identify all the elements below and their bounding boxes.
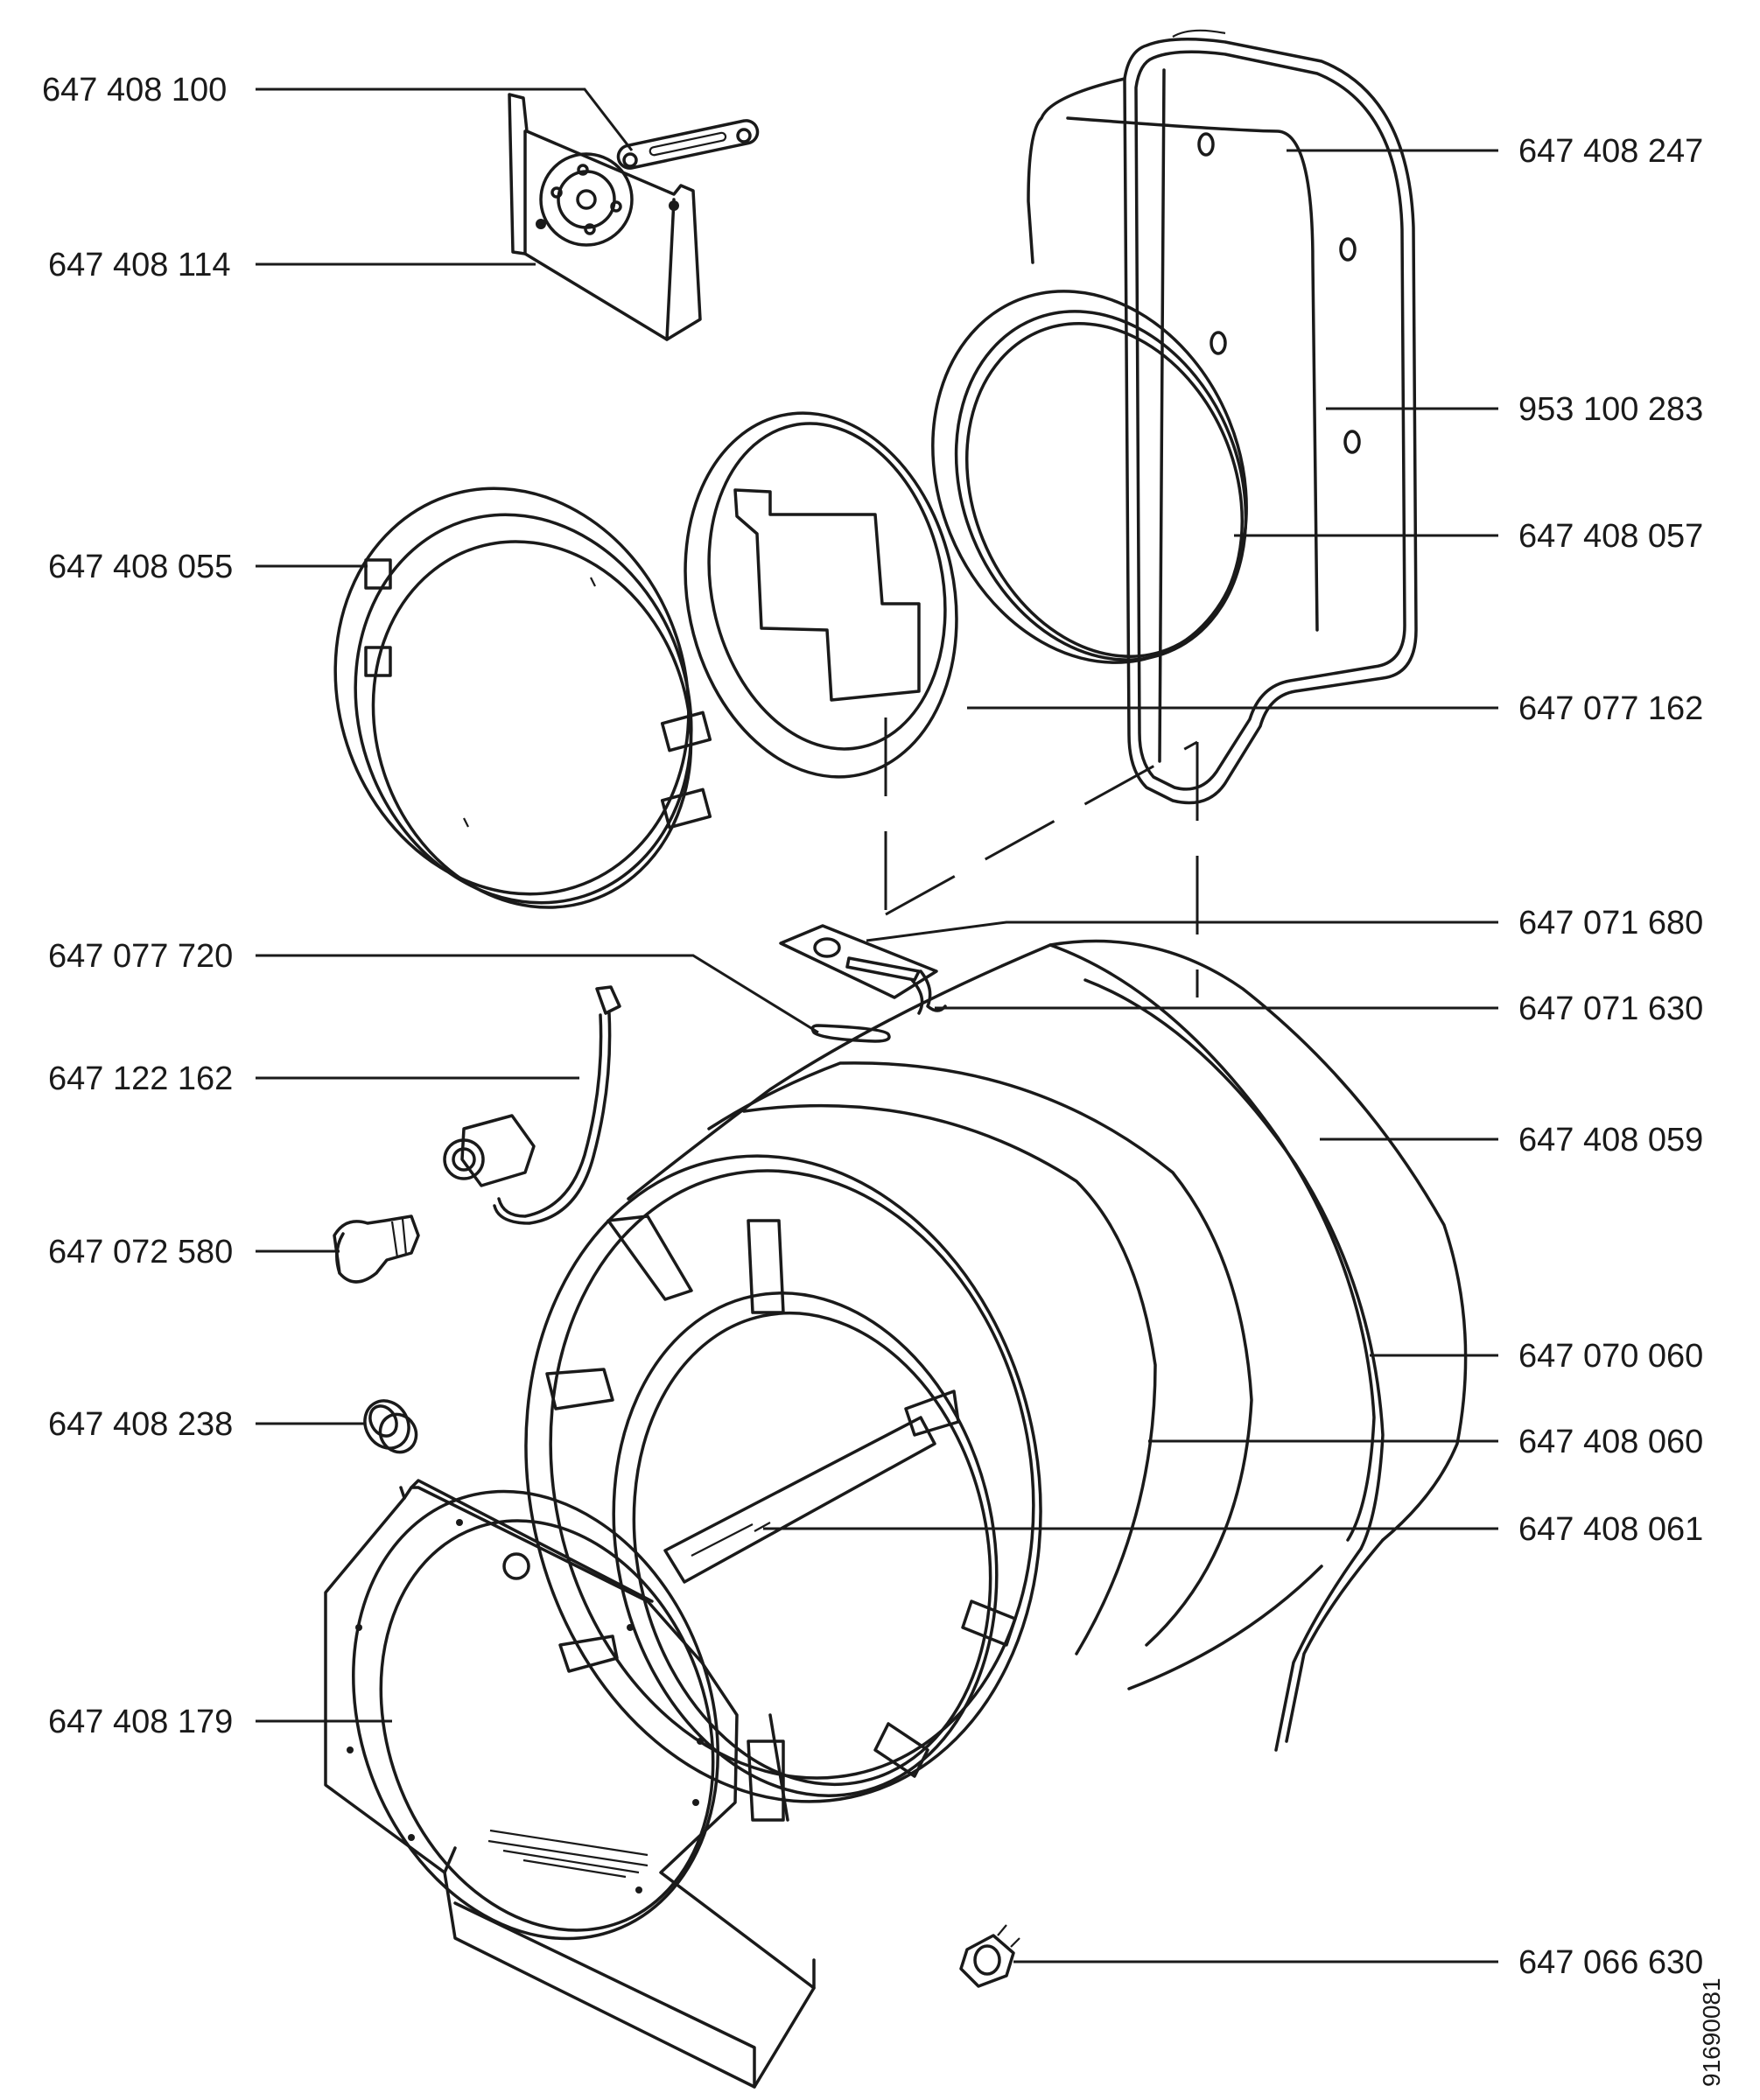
label-647-066-630: 647 066 630 [1013, 1944, 1703, 1981]
part-number-text: 647 408 100 [42, 72, 227, 108]
document-id: 91690081 [1698, 1978, 1725, 2087]
label-647-408-061: 647 408 061 [763, 1511, 1703, 1548]
filter-seal-part [684, 411, 958, 779]
knob-part [333, 1214, 420, 1284]
label-953-100-283: 953 100 283 [1326, 391, 1703, 428]
front-frame-part [324, 1479, 816, 2089]
part-number-text: 647 408 060 [1518, 1424, 1703, 1460]
part-number-text: 647 408 179 [48, 1704, 233, 1740]
drum-part [524, 939, 1468, 1822]
part-number-text: 647 071 630 [1518, 990, 1703, 1027]
part-number-text: 647 408 061 [1518, 1511, 1703, 1548]
label-647-077-720: 647 077 720 [48, 938, 819, 1034]
front-ring-part [333, 486, 712, 909]
label-647-408-114: 647 408 114 [48, 247, 536, 284]
leader-line [866, 920, 1498, 942]
label-647-071-680: 647 071 680 [866, 905, 1703, 942]
part-number-text: 647 408 055 [48, 549, 233, 585]
part-number-text: 647 071 680 [1518, 905, 1703, 942]
label-647-408-060: 647 408 060 [1148, 1424, 1703, 1460]
part-number-text: 647 408 059 [1518, 1122, 1703, 1158]
label-647-071-630: 647 071 630 [935, 990, 1703, 1027]
part-number-text: 647 066 630 [1518, 1944, 1703, 1981]
part-number-text: 647 070 060 [1518, 1338, 1703, 1375]
label-647-077-162: 647 077 162 [967, 690, 1703, 727]
leader-line [256, 88, 634, 151]
bearing-plate-part [508, 93, 702, 341]
part-number-text: 647 077 162 [1518, 690, 1703, 727]
label-647-122-162: 647 122 162 [48, 1060, 579, 1097]
label-647-408-055: 647 408 055 [48, 549, 368, 585]
lifter-bar-part [663, 1416, 936, 1584]
label-647-070-060: 647 070 060 [1370, 1338, 1703, 1375]
label-647-408-238: 647 408 238 [48, 1406, 366, 1443]
sensor-bracket-part [779, 924, 947, 1015]
rear-panel-part [1027, 29, 1418, 805]
slotted-bracket-part [616, 119, 760, 170]
part-number-text: 647 408 247 [1518, 133, 1703, 170]
small-switch-part [959, 1924, 1020, 1988]
label-647-072-580: 647 072 580 [48, 1234, 340, 1270]
part-number-text: 647 077 720 [48, 938, 233, 975]
leader-line [256, 954, 819, 1034]
part-number-text: 647 072 580 [48, 1234, 233, 1270]
label-647-408-179: 647 408 179 [48, 1704, 392, 1740]
label-647-408-100: 647 408 100 [42, 72, 634, 151]
part-number-text: 647 122 162 [48, 1060, 233, 1097]
lamp-with-cable-part [443, 985, 621, 1225]
grommet-part [363, 1399, 418, 1454]
part-number-text: 953 100 283 [1518, 391, 1703, 428]
part-number-text: 647 408 114 [48, 247, 231, 284]
part-number-text: 647 408 057 [1518, 518, 1703, 555]
label-647-408-057: 647 408 057 [1234, 518, 1703, 555]
label-647-408-059: 647 408 059 [1320, 1122, 1703, 1158]
label-647-408-247: 647 408 247 [1287, 133, 1703, 170]
clip-part [810, 1024, 891, 1043]
part-number-text: 647 408 238 [48, 1406, 233, 1443]
alignment-lines [884, 718, 1199, 998]
